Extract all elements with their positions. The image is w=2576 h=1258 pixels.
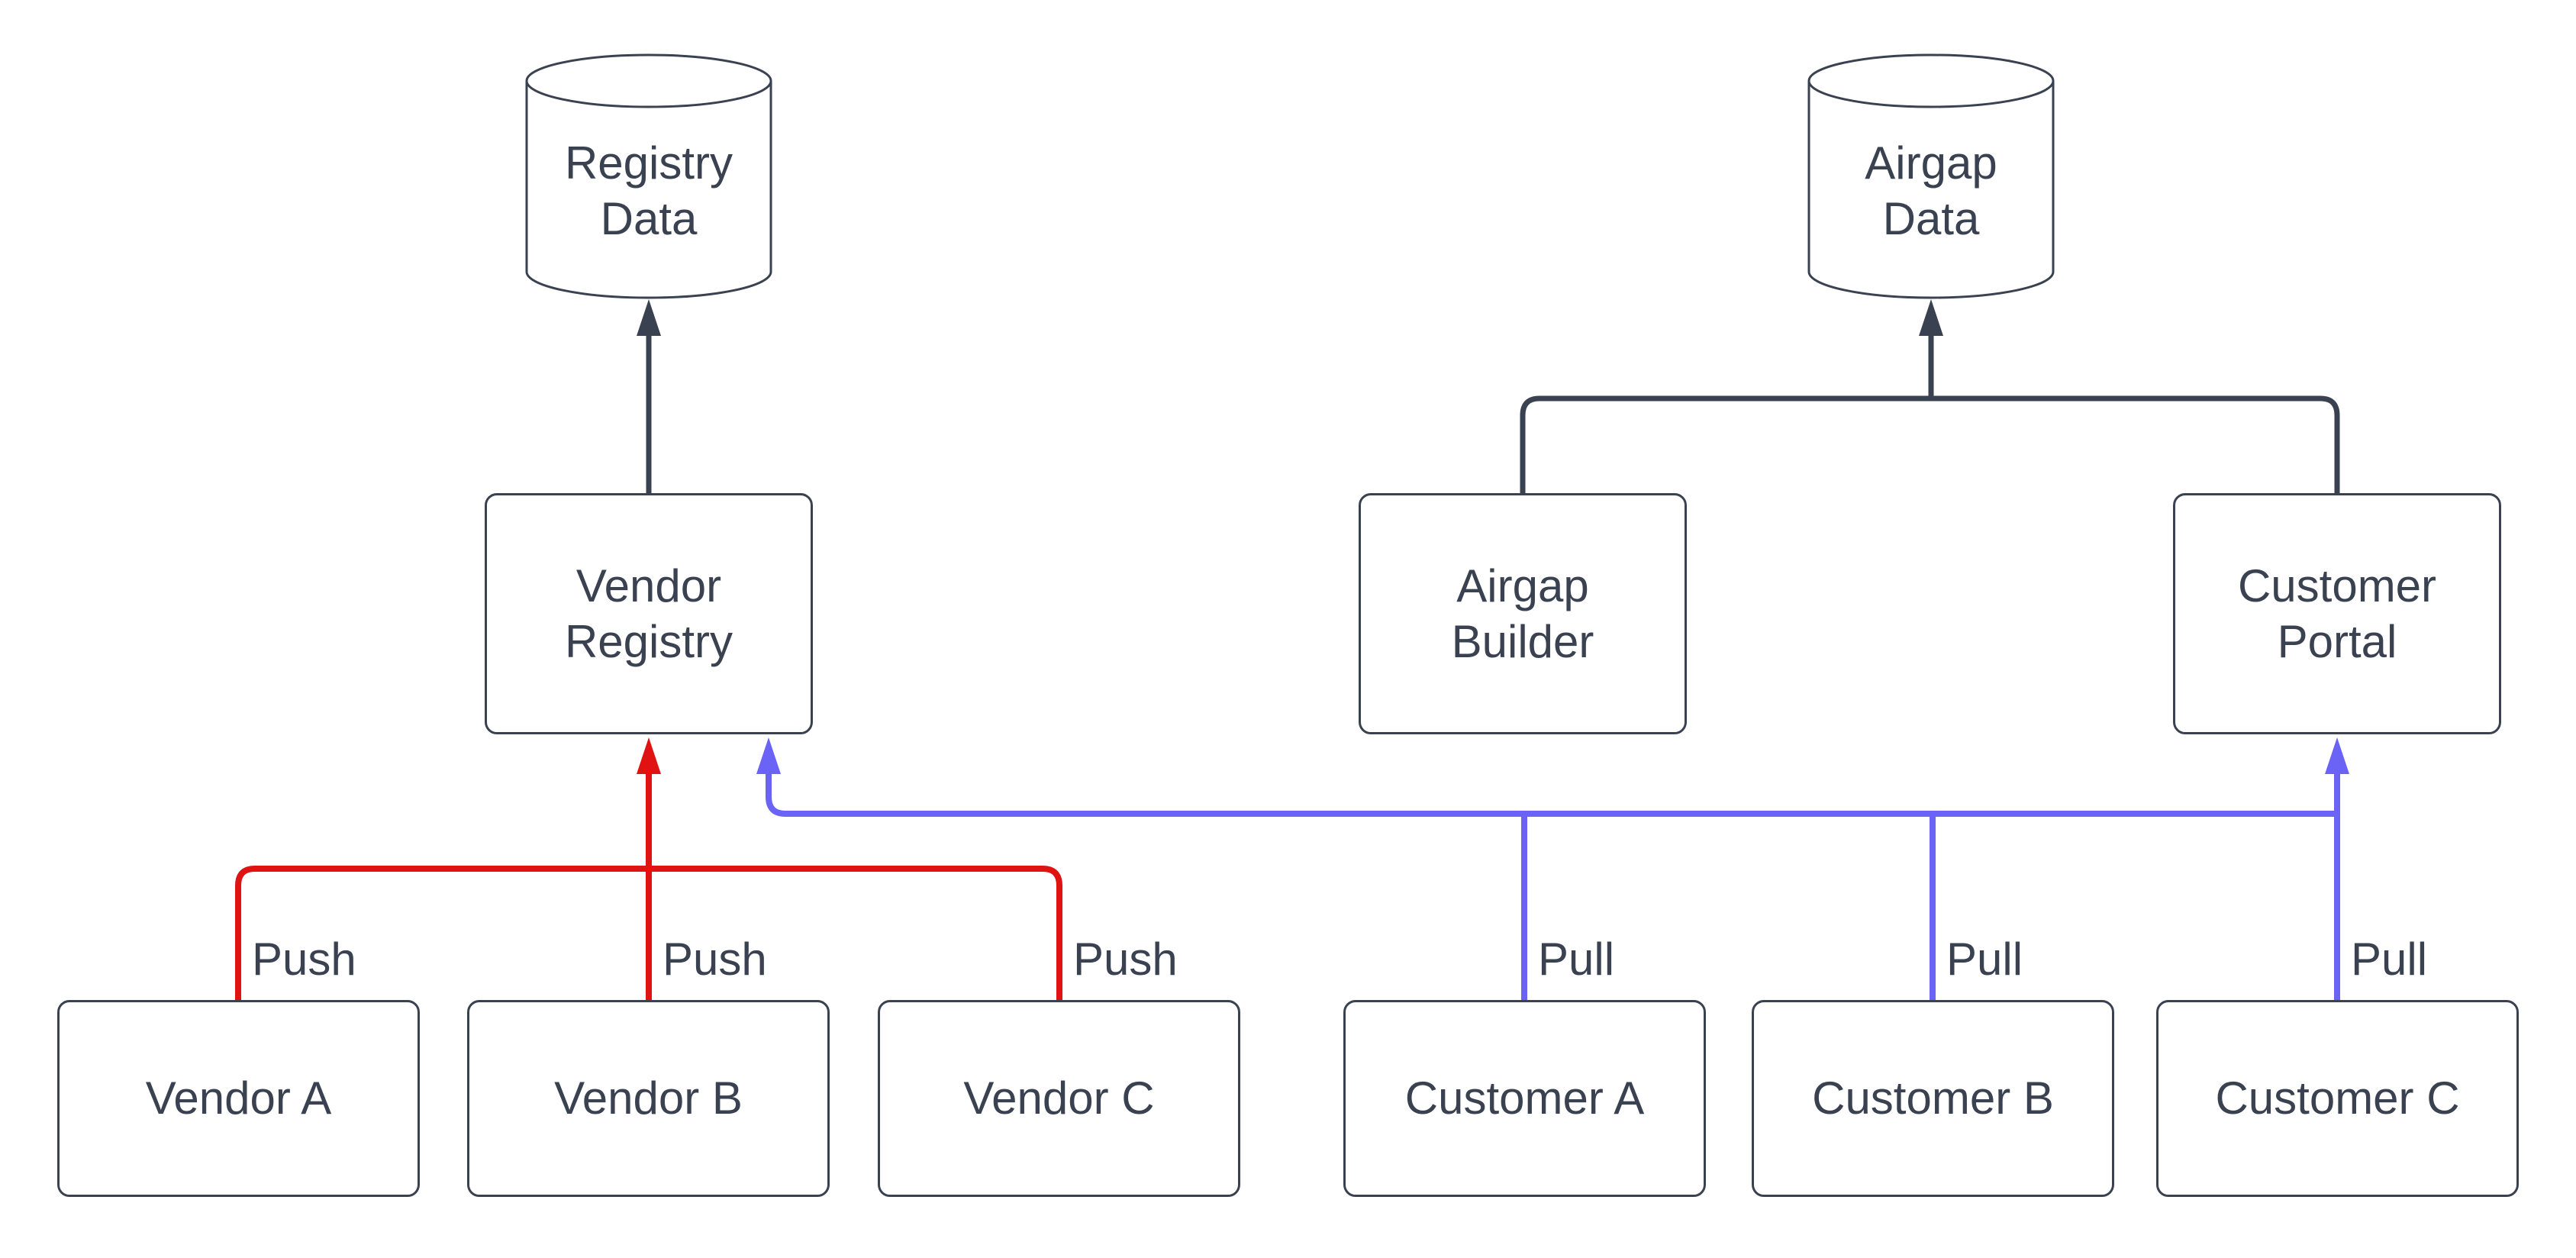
node-label: Vendor B [554,1073,743,1124]
node-airgap-builder: Airgap Builder [1359,493,1687,734]
arrowhead-registry-data [637,299,661,336]
arrowhead-airgap-data [1919,299,1943,336]
edge-label-push-vendor-b: Push [663,934,767,985]
edge-builder-and-portal-bracket [1520,395,2340,496]
database-airgap-data-shape [1807,53,2055,299]
arrowhead-pull-into-vendor-registry [756,737,781,774]
node-customer-b: Customer B [1752,1000,2114,1197]
node-airgap-data: Airgap Data [1832,92,2030,290]
node-vendor-a: Vendor A [57,1000,420,1197]
edge-label-push-vendor-a: Push [252,934,356,985]
node-customer-c: Customer C [2156,1000,2519,1197]
database-registry-data-shape [525,53,772,299]
node-label: Airgap Builder [1451,560,1594,667]
node-label: Registry Data [564,137,733,244]
node-label: Vendor C [963,1073,1155,1124]
arrowhead-pull-into-customer-portal [2325,737,2349,774]
edge-pull-bus [766,773,2337,817]
edge-label-push-vendor-c: Push [1073,934,1178,985]
node-vendor-registry: Vendor Registry [485,493,813,734]
edge-label-pull-customer-c: Pull [2351,934,2428,985]
node-registry-data: Registry Data [550,92,748,290]
node-label: Customer A [1404,1073,1645,1124]
edge-label-pull-customer-b: Pull [1946,934,2023,985]
node-label: Vendor Registry [564,560,733,667]
node-label: Customer B [1812,1073,2054,1124]
node-label: Customer C [2215,1073,2460,1124]
node-label: Customer Portal [2237,560,2437,667]
node-customer-a: Customer A [1343,1000,1706,1197]
edge-label-pull-customer-a: Pull [1538,934,1615,985]
arrowhead-push-into-vendor-registry [637,737,661,774]
node-customer-portal: Customer Portal [2173,493,2501,734]
node-label: Airgap Data [1865,137,1997,244]
node-vendor-c: Vendor C [878,1000,1240,1197]
node-label: Vendor A [145,1073,332,1124]
node-vendor-b: Vendor B [467,1000,830,1197]
